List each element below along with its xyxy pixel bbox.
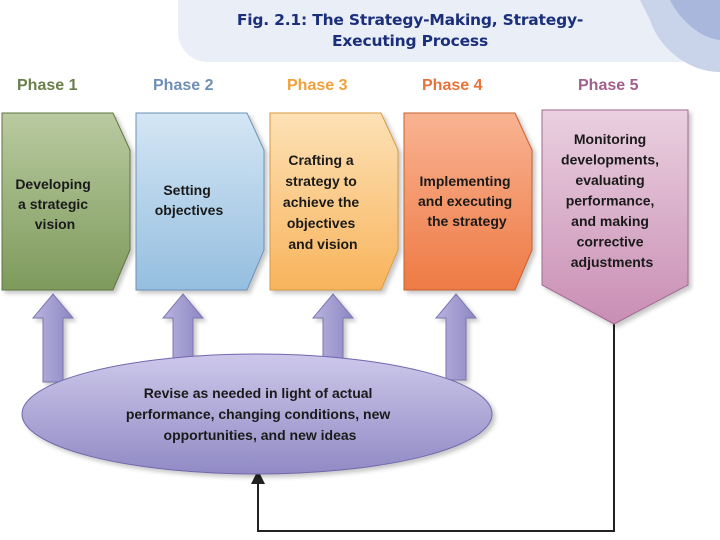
phase-2-line: objectives	[155, 202, 224, 218]
phase-3-line: objectives	[287, 215, 356, 231]
phase-4-line: Implementing	[420, 173, 511, 189]
phase-4-line: and executing	[418, 193, 512, 209]
phase-5-line: developments,	[561, 152, 659, 168]
corner-decoration	[640, 0, 720, 72]
feedback-line: opportunities, and new ideas	[164, 427, 357, 443]
slide-title: Fig. 2.1: The Strategy-Making, Strategy-…	[236, 11, 584, 50]
feedback-loop-arrowhead	[251, 470, 265, 484]
phase-3-text: Crafting a strategy to achieve the objec…	[283, 152, 363, 252]
phase-5-line: adjustments	[571, 254, 654, 270]
phase-3-line: and vision	[288, 236, 357, 252]
arrow-to-phase-4	[434, 293, 478, 381]
arrow-to-phase-1	[31, 293, 75, 383]
phase-3-label: Phase 3	[287, 77, 348, 94]
phase-5-line: performance,	[566, 193, 655, 209]
phase-1-box	[1, 112, 131, 291]
phase-1-text: Developing a strategic vision	[15, 176, 94, 232]
phase-5-line: evaluating	[575, 172, 644, 188]
phase-1-label: Phase 1	[17, 77, 78, 94]
phase-2-box	[135, 112, 265, 291]
phase-4-label: Phase 4	[422, 77, 483, 94]
phase-5-line: Monitoring	[574, 131, 646, 147]
feedback-ellipse	[21, 353, 493, 475]
phase-5-label: Phase 5	[578, 77, 639, 94]
phase-2-line: Setting	[163, 182, 210, 198]
title-band	[178, 0, 720, 62]
phase-1-line: Developing	[15, 176, 90, 192]
phase-2-text: Setting objectives	[155, 182, 224, 218]
phase-1-line: a strategic	[18, 196, 88, 212]
phase-4-box	[403, 112, 533, 291]
phase-3-line: achieve the	[283, 194, 359, 210]
phase-5-text: Monitoring developments, evaluating perf…	[561, 131, 663, 270]
phase-5-line: corrective	[577, 234, 644, 250]
feedback-text: Revise as needed in light of actual perf…	[126, 385, 394, 443]
phase-5-line: and making	[571, 213, 649, 229]
phase-5-box	[541, 109, 689, 325]
feedback-line: Revise as needed in light of actual	[144, 385, 373, 401]
phase-3-line: strategy to	[285, 173, 357, 189]
phase-2-label: Phase 2	[153, 77, 214, 94]
phase-3-line: Crafting a	[288, 152, 354, 168]
feedback-loop-line	[257, 322, 615, 532]
phase-4-text: Implementing and executing the strategy	[418, 173, 516, 229]
phase-3-box	[269, 112, 399, 291]
feedback-line: performance, changing conditions, new	[126, 406, 391, 422]
phase-1-line: vision	[35, 216, 75, 232]
phase-4-line: the strategy	[427, 213, 507, 229]
